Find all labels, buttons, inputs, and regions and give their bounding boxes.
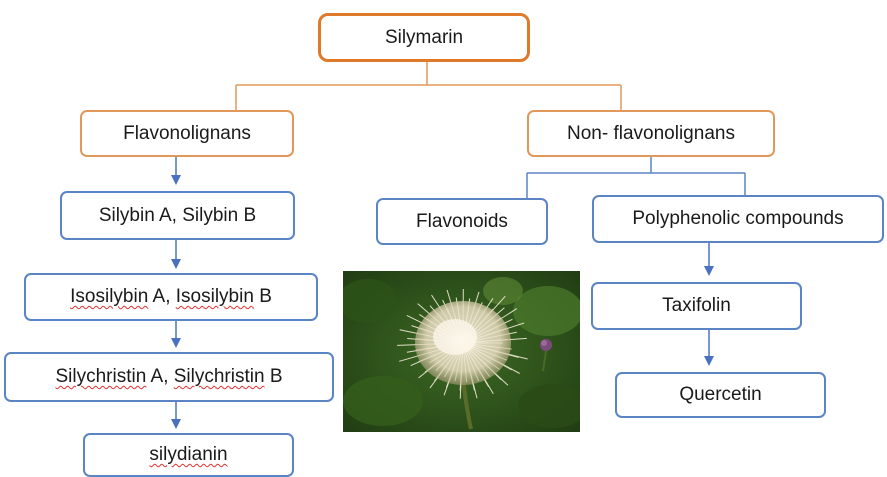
flavonoids-label: Flavonoids [416, 211, 508, 233]
silychristin-label: Silychristin A, Silychristin B [55, 366, 282, 388]
isosilybin-label: Isosilybin A, Isosilybin B [70, 286, 272, 308]
silymarin-label: Silymarin [385, 27, 463, 49]
quercetin-box: Quercetin [615, 372, 826, 418]
silydianin-label: silydianin [149, 444, 227, 466]
taxifolin-box: Taxifolin [591, 282, 802, 330]
silybin-box: Silybin A, Silybin B [60, 191, 295, 240]
taxifolin-label: Taxifolin [662, 295, 731, 317]
polyphenolic-box: Polyphenolic compounds [592, 195, 884, 243]
silymarin-box: Silymarin [318, 13, 530, 62]
non-flavonolignans-box: Non- flavonolignans [527, 110, 775, 157]
quercetin-label: Quercetin [679, 384, 761, 406]
silydianin-box: silydianin [83, 433, 294, 477]
flavonolignans-box: Flavonolignans [80, 110, 294, 157]
isosilybin-box: Isosilybin A, Isosilybin B [24, 273, 318, 321]
non-flavonolignans-label: Non- flavonolignans [567, 123, 735, 145]
non-flavonolignans-connector [527, 157, 745, 198]
silybin-label: Silybin A, Silybin B [99, 205, 256, 227]
root-connector [236, 62, 621, 110]
silychristin-box: Silychristin A, Silychristin B [4, 352, 334, 402]
flavonoids-box: Flavonoids [376, 198, 548, 245]
polyphenolic-label: Polyphenolic compounds [632, 208, 843, 230]
flavonolignans-label: Flavonolignans [123, 123, 251, 145]
milk-thistle-photo [343, 271, 580, 432]
